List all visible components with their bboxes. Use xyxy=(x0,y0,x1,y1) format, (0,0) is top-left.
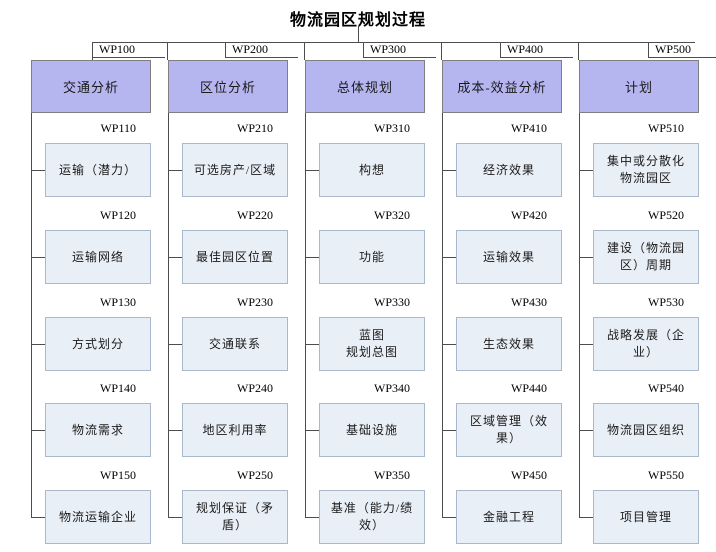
connector-tick-wp230 xyxy=(168,344,182,345)
connector-tick-wp320 xyxy=(305,257,319,258)
item-box-wp250: 规划保证（矛盾） xyxy=(182,490,288,544)
column-header-wp400: 成本-效益分析 xyxy=(442,60,562,113)
item-code-label-wp120: WP120 xyxy=(100,208,136,222)
item-code-label-wp350: WP350 xyxy=(374,468,410,482)
page-title: 物流园区规划过程 xyxy=(289,12,426,29)
item-box-wp440: 区域管理（效果） xyxy=(456,403,562,457)
item-code-label-wp110: WP110 xyxy=(100,121,136,135)
item-code-label-wp530: WP530 xyxy=(648,295,684,309)
connector-tick-wp450 xyxy=(442,517,456,518)
connector-drop-wp300 xyxy=(304,42,305,60)
item-box-wp520: 建设（物流园区）周期 xyxy=(593,230,699,284)
connector-tick-wp130 xyxy=(31,344,45,345)
connector-tick-wp310 xyxy=(305,170,319,171)
item-code-label-wp340: WP340 xyxy=(374,381,410,395)
column-code-label-wp500: WP500 xyxy=(648,42,716,58)
item-box-wp420: 运输效果 xyxy=(456,230,562,284)
item-box-wp240: 地区利用率 xyxy=(182,403,288,457)
item-box-wp330: 蓝图 规划总图 xyxy=(319,317,425,371)
item-box-wp410: 经济效果 xyxy=(456,143,562,197)
item-box-wp510: 集中或分散化物流园区 xyxy=(593,143,699,197)
column-header-wp100: 交通分析 xyxy=(31,60,151,113)
item-box-wp220: 最佳园区位置 xyxy=(182,230,288,284)
item-code-label-wp510: WP510 xyxy=(648,121,684,135)
connector-spine-wp100 xyxy=(31,113,32,517)
column-code-label-wp100: WP100 xyxy=(92,42,165,58)
item-box-wp150: 物流运输企业 xyxy=(45,490,151,544)
connector-tick-wp410 xyxy=(442,170,456,171)
connector-tick-wp120 xyxy=(31,257,45,258)
item-box-wp320: 功能 xyxy=(319,230,425,284)
item-code-label-wp230: WP230 xyxy=(237,295,273,309)
connector-tick-wp240 xyxy=(168,430,182,431)
item-code-label-wp310: WP310 xyxy=(374,121,410,135)
connector-top-line xyxy=(92,42,695,43)
connector-tick-wp210 xyxy=(168,170,182,171)
column-header-wp200: 区位分析 xyxy=(168,60,288,113)
item-code-label-wp410: WP410 xyxy=(511,121,547,135)
connector-tick-wp350 xyxy=(305,517,319,518)
item-box-wp450: 金融工程 xyxy=(456,490,562,544)
item-code-label-wp240: WP240 xyxy=(237,381,273,395)
column-code-label-wp200: WP200 xyxy=(225,42,298,58)
item-box-wp230: 交通联系 xyxy=(182,317,288,371)
connector-tick-wp430 xyxy=(442,344,456,345)
item-code-label-wp330: WP330 xyxy=(374,295,410,309)
item-box-wp340: 基础设施 xyxy=(319,403,425,457)
item-code-label-wp550: WP550 xyxy=(648,468,684,482)
item-code-label-wp130: WP130 xyxy=(100,295,136,309)
connector-tick-wp510 xyxy=(579,170,593,171)
item-code-label-wp420: WP420 xyxy=(511,208,547,222)
connector-spine-wp200 xyxy=(168,113,169,517)
column-header-wp500: 计划 xyxy=(579,60,699,113)
connector-tick-wp420 xyxy=(442,257,456,258)
item-code-label-wp430: WP430 xyxy=(511,295,547,309)
item-box-wp140: 物流需求 xyxy=(45,403,151,457)
item-code-label-wp250: WP250 xyxy=(237,468,273,482)
connector-tick-wp110 xyxy=(31,170,45,171)
connector-tick-wp220 xyxy=(168,257,182,258)
item-box-wp430: 生态效果 xyxy=(456,317,562,371)
connector-tick-wp330 xyxy=(305,344,319,345)
connector-spine-wp300 xyxy=(305,113,306,517)
item-box-wp550: 项目管理 xyxy=(593,490,699,544)
item-box-wp110: 运输（潜力） xyxy=(45,143,151,197)
connector-tick-wp340 xyxy=(305,430,319,431)
item-code-label-wp450: WP450 xyxy=(511,468,547,482)
connector-tick-wp550 xyxy=(579,517,593,518)
item-code-label-wp540: WP540 xyxy=(648,381,684,395)
column-header-wp300: 总体规划 xyxy=(305,60,425,113)
connector-tick-wp250 xyxy=(168,517,182,518)
item-code-label-wp520: WP520 xyxy=(648,208,684,222)
column-code-label-wp400: WP400 xyxy=(500,42,573,58)
connector-drop-wp400 xyxy=(441,42,442,60)
item-code-label-wp220: WP220 xyxy=(237,208,273,222)
connector-tick-wp520 xyxy=(579,257,593,258)
item-code-label-wp320: WP320 xyxy=(374,208,410,222)
connector-drop-wp200 xyxy=(167,42,168,60)
connector-title-drop xyxy=(358,26,359,43)
item-code-label-wp440: WP440 xyxy=(511,381,547,395)
item-box-wp540: 物流园区组织 xyxy=(593,403,699,457)
item-box-wp530: 战略发展（企业） xyxy=(593,317,699,371)
item-code-label-wp150: WP150 xyxy=(100,468,136,482)
item-box-wp350: 基准（能力/绩效） xyxy=(319,490,425,544)
connector-tick-wp150 xyxy=(31,517,45,518)
connector-spine-wp500 xyxy=(579,113,580,517)
item-code-label-wp210: WP210 xyxy=(237,121,273,135)
connector-spine-wp400 xyxy=(442,113,443,517)
column-code-label-wp300: WP300 xyxy=(363,42,436,58)
item-box-wp310: 构想 xyxy=(319,143,425,197)
item-box-wp210: 可选房产/区域 xyxy=(182,143,288,197)
item-box-wp130: 方式划分 xyxy=(45,317,151,371)
item-box-wp120: 运输网络 xyxy=(45,230,151,284)
connector-drop-wp500 xyxy=(578,42,579,60)
item-code-label-wp140: WP140 xyxy=(100,381,136,395)
connector-tick-wp140 xyxy=(31,430,45,431)
connector-tick-wp530 xyxy=(579,344,593,345)
connector-tick-wp540 xyxy=(579,430,593,431)
connector-tick-wp440 xyxy=(442,430,456,431)
